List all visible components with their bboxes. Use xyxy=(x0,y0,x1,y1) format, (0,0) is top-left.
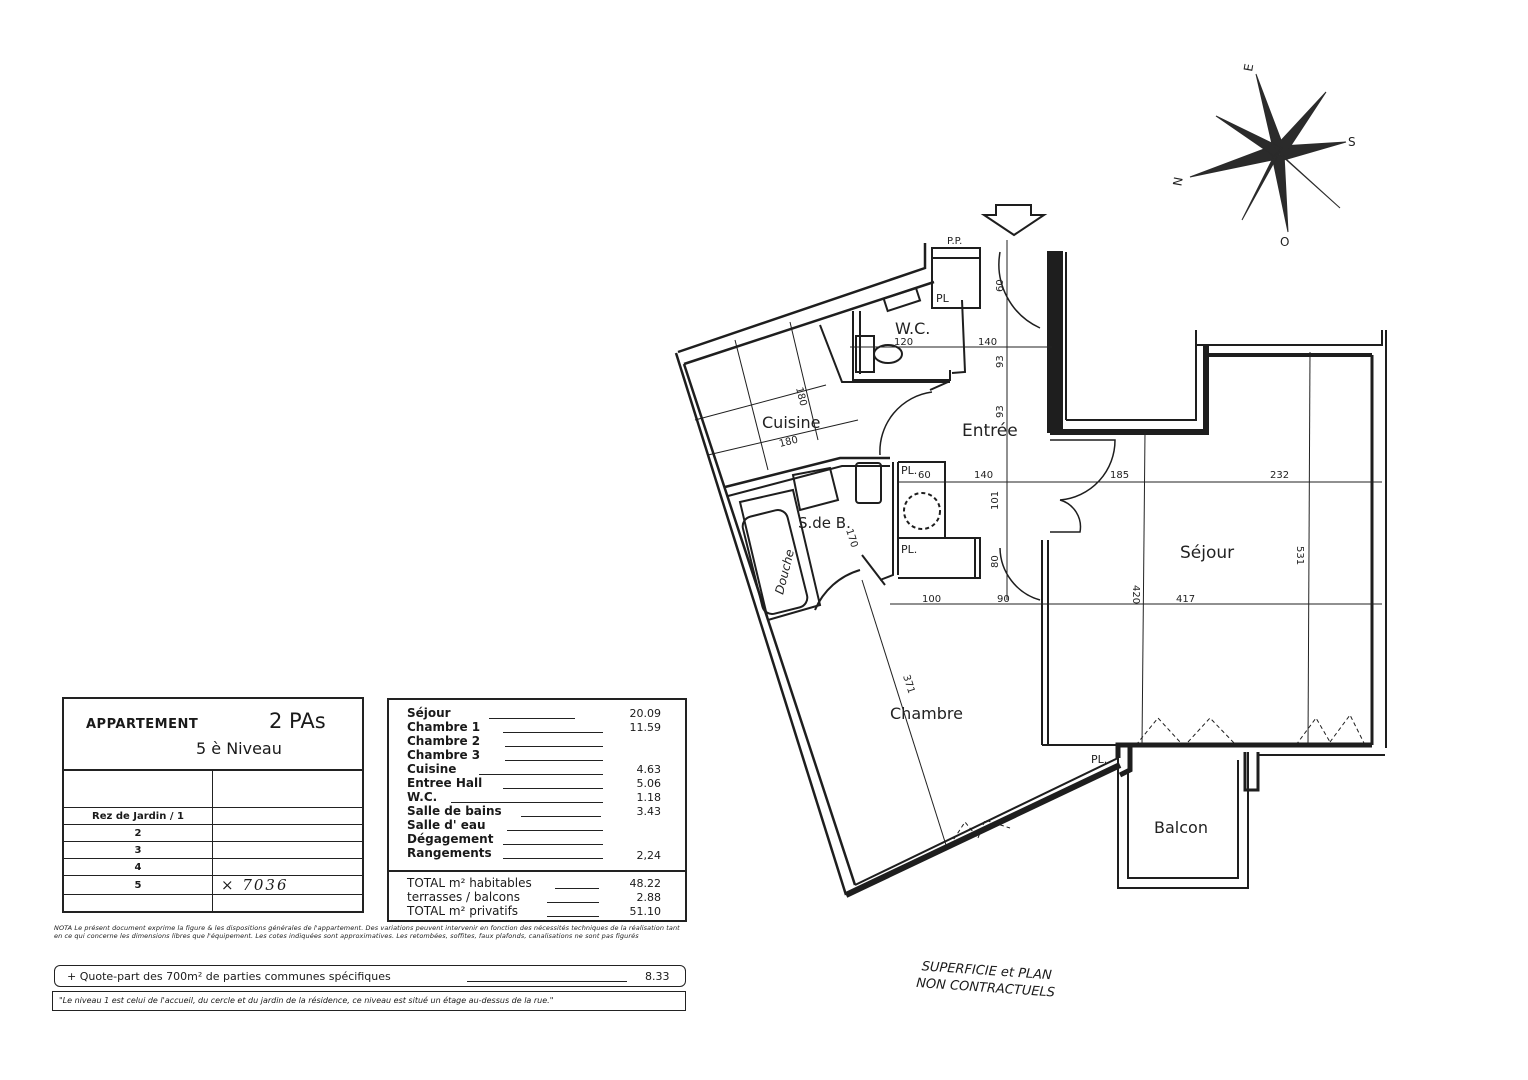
surface-row: Entree Hall xyxy=(407,776,483,790)
surface-value: 2,24 xyxy=(636,849,662,862)
surface-value: 4.63 xyxy=(636,763,662,776)
surface-value: 1.18 xyxy=(636,791,662,804)
label-pl-wc: PL xyxy=(936,292,950,305)
total-value: 48.22 xyxy=(629,877,662,890)
compass-north-label: N xyxy=(1170,176,1185,187)
footnote-box: "Le niveau 1 est celui de l'accueil, du … xyxy=(52,991,686,1011)
dim-140-wc: 140 xyxy=(978,337,997,348)
dim-170: 170 xyxy=(843,528,859,550)
surface-value: 5.06 xyxy=(636,777,662,790)
apartment-code: 2 PAs xyxy=(269,709,326,733)
room-label-sejour: Séjour xyxy=(1180,543,1234,563)
surface-row: Salle d' eau xyxy=(407,818,486,832)
total-row: terrasses / balcons xyxy=(407,890,521,904)
surfaces-table: Séjour 20.09 Chambre 1 11.59 Chambre 2 C… xyxy=(387,698,687,872)
room-label-chambre: Chambre xyxy=(890,704,963,723)
dim-232: 232 xyxy=(1270,470,1289,481)
quote-part-value: 8.33 xyxy=(645,970,670,983)
totals-table: TOTAL m² habitables 48.22 terrasses / ba… xyxy=(387,870,687,922)
level-row: 4 xyxy=(62,858,364,876)
dim-100: 100 xyxy=(922,594,941,605)
dim-101: 101 xyxy=(990,491,1001,510)
level-row: Rez de Jardin / 1 xyxy=(62,807,364,825)
dim-185: 185 xyxy=(1110,470,1129,481)
room-label-balcon: Balcon xyxy=(1154,818,1208,837)
label-pl-balcon: PL. xyxy=(1091,753,1107,766)
surface-row: Salle de bains xyxy=(407,804,502,818)
surface-row: Chambre 3 xyxy=(407,748,481,762)
apartment-title-box: APPARTEMENT 2 PAs 5 è Niveau xyxy=(62,697,364,769)
dim-60-entry: 60 xyxy=(995,279,1006,292)
level-row: 3 xyxy=(62,841,364,859)
dim-90: 90 xyxy=(997,594,1010,605)
compass-rose-icon: E S N O xyxy=(1170,63,1355,249)
room-label-douche: Douche xyxy=(772,548,797,596)
dim-180-b: 180 xyxy=(778,435,799,450)
level-table: Rez de Jardin / 1 2 3 4 5× 7036 xyxy=(62,769,364,913)
apartment-label: APPARTEMENT xyxy=(86,717,199,732)
surface-row: W.C. xyxy=(407,790,438,804)
dim-531: 531 xyxy=(1294,546,1305,565)
dim-120: 120 xyxy=(894,337,913,348)
label-pl-storage: PL. xyxy=(901,543,917,556)
compass-east-label: E xyxy=(1241,63,1256,73)
level-row: 2 xyxy=(62,824,364,842)
dim-140-entry: 140 xyxy=(974,470,993,481)
surface-value: 3.43 xyxy=(636,805,662,818)
dim-60-sdb: 60 xyxy=(918,470,931,481)
surface-row: Dégagement xyxy=(407,832,494,846)
room-label-wc: W.C. xyxy=(895,319,930,338)
total-row: TOTAL m² habitables xyxy=(407,876,532,890)
total-value: 2.88 xyxy=(636,891,662,904)
footnote-text: "Le niveau 1 est celui de l'accueil, du … xyxy=(59,996,554,1005)
dim-371: 371 xyxy=(900,674,916,696)
quote-part-box: + Quote-part des 700m² de parties commun… xyxy=(54,965,686,987)
level-row: 5× 7036 xyxy=(62,875,364,895)
room-label-entree: Entrée xyxy=(962,421,1018,441)
quote-part-label: + Quote-part des 700m² de parties commun… xyxy=(67,970,391,983)
surface-row: Cuisine xyxy=(407,762,457,776)
surface-row: Séjour xyxy=(407,706,451,720)
nota-text: NOTA Le présent document exprime la figu… xyxy=(54,924,680,940)
room-label-sdb: S.de B. xyxy=(798,514,851,532)
dim-93-a: 93 xyxy=(995,355,1006,368)
compass-south-label: S xyxy=(1348,135,1356,149)
surface-value: 20.09 xyxy=(629,707,662,720)
label-pl-sdb: PL. xyxy=(901,464,917,477)
entrance-arrow-icon xyxy=(980,204,1048,237)
room-label-cuisine: Cuisine xyxy=(762,413,821,432)
dim-420: 420 xyxy=(1130,585,1141,604)
total-row: TOTAL m² privatifs xyxy=(407,904,519,918)
dim-80: 80 xyxy=(990,555,1001,568)
surface-value: 11.59 xyxy=(629,721,662,734)
surface-row: Chambre 2 xyxy=(407,734,481,748)
surface-row: Chambre 1 xyxy=(407,720,481,734)
surface-row: Rangements xyxy=(407,846,492,860)
dim-417: 417 xyxy=(1176,594,1195,605)
total-value: 51.10 xyxy=(629,905,662,918)
dim-180-a: 180 xyxy=(793,386,808,407)
label-pp: P.P. xyxy=(947,236,962,247)
compass-west-label: O xyxy=(1280,235,1289,249)
dim-93-b: 93 xyxy=(995,405,1006,418)
apartment-level: 5 è Niveau xyxy=(196,739,282,758)
